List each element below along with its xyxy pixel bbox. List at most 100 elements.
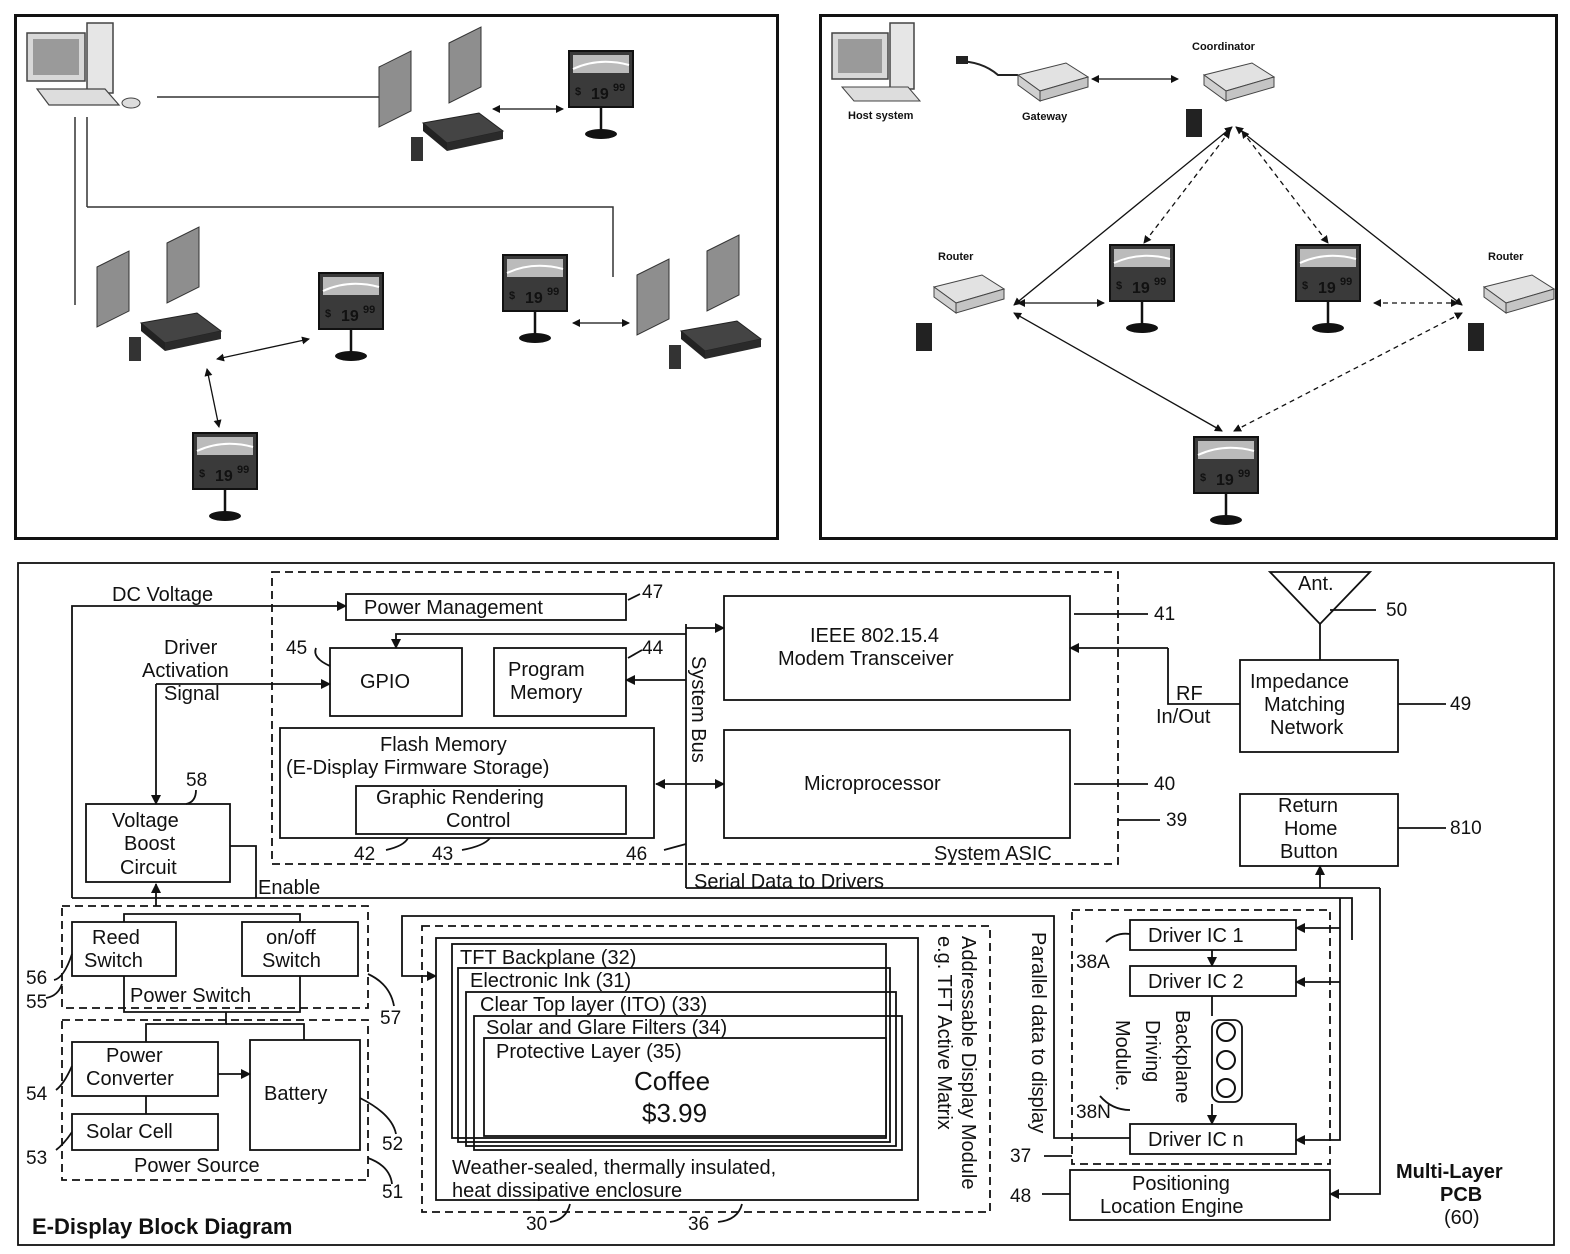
ref-53: 53 bbox=[26, 1148, 47, 1169]
price-tag-icon: $ 19 99 bbox=[567, 49, 635, 141]
solar-cell-label: Solar Cell bbox=[86, 1121, 173, 1143]
rfid-reader-icon bbox=[378, 26, 504, 162]
voltage-boost-label-3: Circuit bbox=[120, 857, 177, 879]
ref-38n: 38N bbox=[1076, 1102, 1111, 1123]
dc-voltage-line bbox=[71, 601, 347, 898]
ref-42: 42 bbox=[354, 844, 375, 865]
rf-label-1: RF bbox=[1176, 683, 1203, 705]
leader-53 bbox=[55, 1131, 73, 1151]
enable-label: Enable bbox=[258, 877, 320, 899]
modem-label-1: IEEE 802.15.4 bbox=[810, 625, 939, 647]
svg-text:99: 99 bbox=[1238, 468, 1250, 480]
svg-text:19: 19 bbox=[341, 308, 359, 325]
mesh-link-arrow-dashed bbox=[1241, 130, 1329, 244]
svg-text:19: 19 bbox=[215, 468, 233, 485]
driver-activation-label-3: Signal bbox=[164, 683, 220, 705]
ref-810: 810 bbox=[1450, 818, 1482, 839]
impedance-matching-block bbox=[1239, 659, 1399, 753]
power-switch-boundary bbox=[61, 905, 369, 1009]
power-converter-label-1: Power bbox=[106, 1045, 163, 1067]
driver-ellipsis-dot bbox=[1216, 1050, 1236, 1070]
electronic-ink-label: Electronic Ink (31) bbox=[470, 970, 631, 992]
driver-ic-1-label: Driver IC 1 bbox=[1148, 925, 1244, 947]
driver-activation-label-1: Driver bbox=[164, 637, 218, 659]
router-icon bbox=[1483, 274, 1555, 314]
leader-44 bbox=[627, 649, 643, 659]
top-right-panel: Host system Gateway Coordinator Router R… bbox=[819, 14, 1558, 540]
svg-text:19: 19 bbox=[591, 86, 609, 103]
source-to-switch bbox=[145, 1012, 227, 1042]
coffee-label: Coffee bbox=[634, 1066, 710, 1096]
router-antenna-icon bbox=[1468, 323, 1484, 351]
svg-text:99: 99 bbox=[1154, 276, 1166, 288]
leader-57 bbox=[367, 973, 395, 1007]
svg-text:$: $ bbox=[1116, 280, 1122, 292]
ref-46: 46 bbox=[626, 844, 647, 865]
switch-bottom-link bbox=[123, 976, 301, 1013]
wireless-link-arrow bbox=[204, 368, 222, 428]
wireless-link-arrow bbox=[216, 336, 310, 362]
battery-block bbox=[249, 1039, 361, 1151]
price-tag-icon: $ 19 99 bbox=[1192, 435, 1260, 527]
protective-layer-label: Protective Layer (35) bbox=[496, 1041, 682, 1063]
leader-42 bbox=[385, 837, 409, 851]
impedance-label-3: Network bbox=[1270, 717, 1344, 739]
gateway-icon bbox=[1017, 62, 1089, 102]
coordinator-label: Coordinator bbox=[1192, 41, 1256, 53]
source-to-battery bbox=[226, 1023, 305, 1040]
leader-58 bbox=[185, 789, 197, 805]
ref-41: 41 bbox=[1154, 604, 1175, 625]
svg-text:99: 99 bbox=[547, 286, 559, 298]
connection-line bbox=[87, 206, 614, 277]
flash-memory-label-2: (E-Display Firmware Storage) bbox=[286, 757, 549, 779]
driver-ic-1-block bbox=[1129, 919, 1297, 951]
backplane-driving-label-1: Backplane bbox=[1171, 1010, 1193, 1103]
usb-plug-icon bbox=[956, 56, 968, 64]
backplane-driving-boundary bbox=[1071, 909, 1331, 1165]
ref-47: 47 bbox=[642, 582, 663, 603]
network-illustration-left: $ 19 99 $ 19 99 $ 19 99 $ 19 99 bbox=[26, 22, 762, 523]
price-tag-icon: $ 19 99 bbox=[1108, 243, 1176, 335]
leader-46 bbox=[663, 843, 687, 851]
program-memory-label-2: Memory bbox=[510, 682, 582, 704]
clear-top-label: Clear Top layer (ITO) (33) bbox=[480, 994, 707, 1016]
impedance-label-2: Matching bbox=[1264, 694, 1345, 716]
price-tag-icon: $ 19 99 bbox=[191, 431, 259, 523]
pcb-label-1: Multi-Layer bbox=[1396, 1161, 1503, 1183]
serial-data-label: Serial Data to Drivers bbox=[694, 871, 884, 893]
system-asic-label: System ASIC bbox=[934, 843, 1052, 865]
power-converter-label-2: Converter bbox=[86, 1068, 174, 1090]
ref-56: 56 bbox=[26, 968, 47, 989]
ref-48: 48 bbox=[1010, 1186, 1031, 1207]
switch-top-link bbox=[123, 913, 301, 922]
driver-ellipsis-dot bbox=[1216, 1022, 1236, 1042]
graphic-rendering-block bbox=[355, 785, 627, 835]
positioning-label-1: Positioning bbox=[1132, 1173, 1230, 1195]
svg-text:19: 19 bbox=[1216, 472, 1234, 489]
return-home-label-2: Home bbox=[1284, 818, 1337, 840]
enclosure-label-1: Weather-sealed, thermally insulated, bbox=[452, 1157, 776, 1179]
driver-ellipsis-dot bbox=[1216, 1078, 1236, 1098]
driver-chain-bracket bbox=[1211, 1019, 1243, 1103]
power-source-boundary bbox=[61, 1019, 369, 1181]
backplane-driving-label-2: Driving bbox=[1141, 1020, 1163, 1082]
pcb-label-3: (60) bbox=[1444, 1207, 1480, 1229]
ref-30: 30 bbox=[526, 1214, 547, 1235]
power-bus-line bbox=[72, 897, 1353, 940]
pcb-label-2: PCB bbox=[1440, 1184, 1482, 1206]
svg-text:$: $ bbox=[199, 468, 205, 480]
reed-switch-label-2: Switch bbox=[84, 950, 143, 972]
leader-38a bbox=[1105, 932, 1131, 943]
ref-54: 54 bbox=[26, 1084, 48, 1105]
ref-50: 50 bbox=[1386, 600, 1407, 621]
power-converter-block bbox=[71, 1041, 219, 1097]
driver-ic-2-label: Driver IC 2 bbox=[1148, 971, 1244, 993]
power-switch-label: Power Switch bbox=[130, 985, 251, 1007]
rf-label-2: In/Out bbox=[1156, 706, 1211, 728]
router-label-left: Router bbox=[938, 251, 974, 263]
parallel-data-label: Parallel data to display bbox=[1027, 932, 1049, 1133]
leader-55 bbox=[45, 983, 63, 999]
return-home-label-1: Return bbox=[1278, 795, 1338, 817]
backplane-driving-label-3: Module. bbox=[1111, 1020, 1133, 1091]
bus-to-gpio bbox=[391, 633, 686, 649]
